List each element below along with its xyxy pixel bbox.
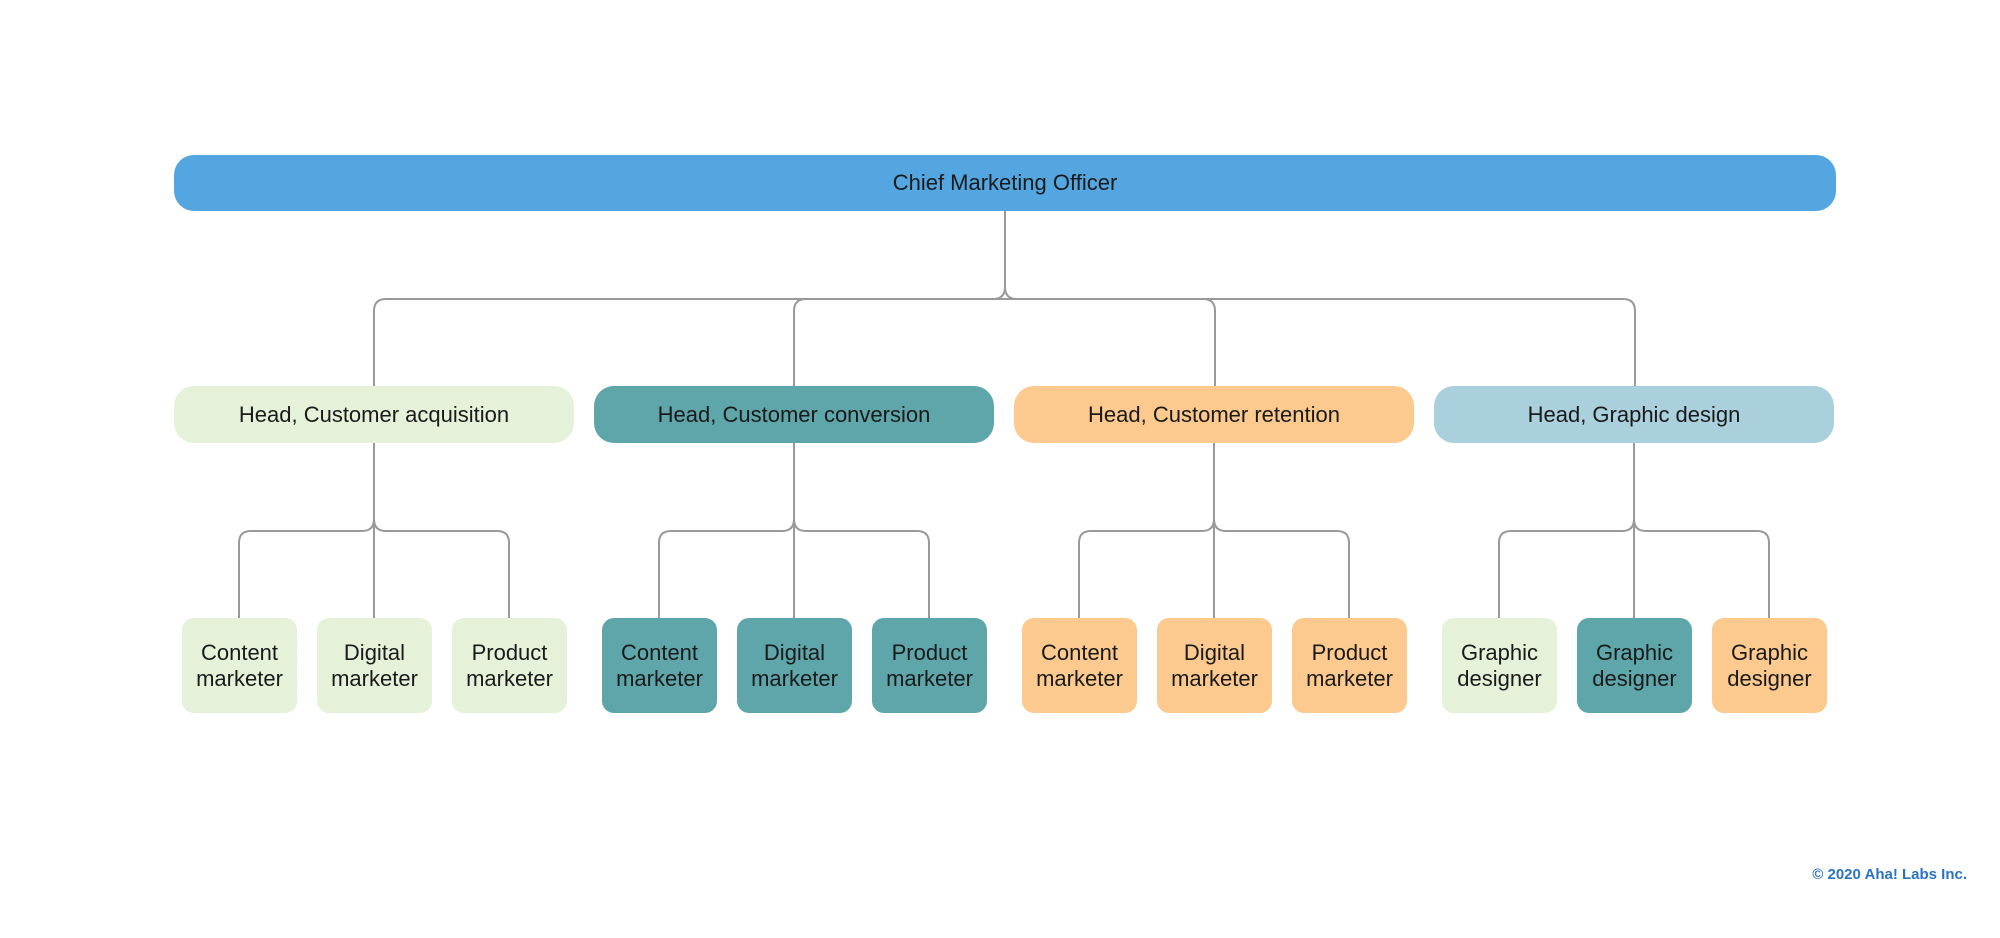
connector-conversion [658, 443, 930, 618]
node-chief-marketing-officer: Chief Marketing Officer [174, 155, 1836, 211]
node-head-customer-retention: Head, Customer retention [1014, 386, 1414, 443]
node-conversion-digital-marketer: Digital marketer [737, 618, 852, 713]
connector-retention [1078, 443, 1350, 618]
connector-cmo-retention [1005, 298, 1216, 386]
node-retention-content-marketer: Content marketer [1022, 618, 1137, 713]
node-conversion-product-marketer: Product marketer [872, 618, 987, 713]
node-head-graphic-design: Head, Graphic design [1434, 386, 1834, 443]
connector-graphic-design [1498, 443, 1770, 618]
node-retention-product-marketer: Product marketer [1292, 618, 1407, 713]
connector-acquisition [238, 443, 510, 618]
node-head-customer-acquisition: Head, Customer acquisition [174, 386, 574, 443]
node-graphic-designer-3: Graphic designer [1712, 618, 1827, 713]
connector-cmo-right [1004, 286, 1636, 386]
node-retention-digital-marketer: Digital marketer [1157, 618, 1272, 713]
node-acquisition-product-marketer: Product marketer [452, 618, 567, 713]
node-graphic-designer-2: Graphic designer [1577, 618, 1692, 713]
copyright-notice: © 2020 Aha! Labs Inc. [1812, 866, 1967, 883]
node-acquisition-content-marketer: Content marketer [182, 618, 297, 713]
node-conversion-content-marketer: Content marketer [602, 618, 717, 713]
node-head-customer-conversion: Head, Customer conversion [594, 386, 994, 443]
node-acquisition-digital-marketer: Digital marketer [317, 618, 432, 713]
node-graphic-designer-1: Graphic designer [1442, 618, 1557, 713]
connector-cmo-trunk [373, 211, 1006, 386]
connector-cmo-conversion [793, 298, 1005, 386]
